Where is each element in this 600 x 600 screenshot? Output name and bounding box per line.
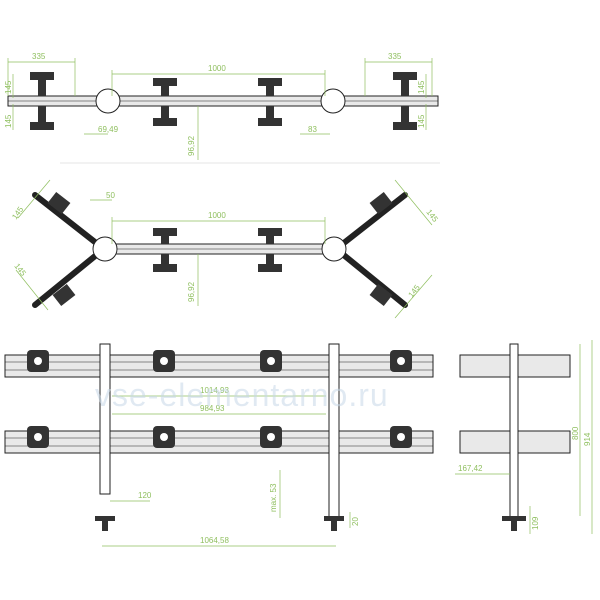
top-dim-right-upper: 145	[417, 80, 426, 94]
side-view-post	[509, 343, 519, 520]
top-dim-right-lower: 145	[417, 114, 426, 128]
top-view-mount	[153, 78, 177, 126]
top-dim-left-lower: 145	[4, 114, 13, 128]
top-dim-span: 1000	[208, 64, 226, 73]
side-dim-arm: 167,42	[458, 464, 483, 473]
front-dim-outer: 1014,93	[200, 386, 229, 395]
angled-dim-span: 1000	[208, 211, 226, 220]
angled-dim-right-upper: 145	[424, 208, 440, 224]
front-view-plate	[260, 426, 282, 448]
angled-dim-left-upper: 145	[10, 205, 25, 222]
front-view-plate	[153, 350, 175, 372]
front-view-plate	[27, 350, 49, 372]
angled-view-joint-right	[321, 236, 347, 262]
front-dim-post: 120	[138, 491, 152, 500]
front-dim-max: max. 53	[269, 483, 278, 512]
top-dim-left-width: 335	[32, 52, 46, 61]
angled-view-mount	[153, 228, 177, 272]
front-view-plate	[260, 350, 282, 372]
top-dim-right-width: 335	[388, 52, 402, 61]
angled-dim-small: 50	[106, 191, 115, 200]
front-view-plate	[390, 350, 412, 372]
angled-view-mount	[258, 228, 282, 272]
top-dim-depth: 96,92	[187, 135, 196, 156]
angled-view: 50 1000 145 145 145 145 96,92	[10, 179, 440, 319]
front-view-plate	[27, 426, 49, 448]
front-dim-clamp: 20	[351, 517, 360, 526]
front-view-post-right	[328, 343, 340, 520]
front-view-lower-bar	[4, 430, 434, 454]
watermark-text: vse-elementarno.ru	[95, 377, 389, 413]
angled-view-joint-left	[92, 236, 118, 262]
front-view-upper-bar	[4, 354, 434, 378]
angled-dim-right-lower: 145	[406, 283, 422, 299]
side-dim-height: 800	[571, 426, 580, 440]
top-view-mount	[258, 78, 282, 126]
angled-dim-left-lower: 145	[12, 262, 28, 278]
top-view: 335 335 1000 145 145 145 145 69,49 83 96…	[4, 52, 439, 160]
side-dim-total: 914	[583, 432, 592, 446]
front-view-plate	[390, 426, 412, 448]
top-dim-offset-right: 83	[308, 125, 317, 134]
top-view-mount	[393, 72, 417, 130]
front-view-post-left	[99, 343, 111, 495]
side-dim-base: 109	[531, 516, 540, 530]
angled-dim-depth: 96,92	[187, 281, 196, 302]
top-dim-offset-left: 69,49	[98, 125, 119, 134]
front-view: 1014,93 984,93 120 max. 53 20 1064,58	[4, 343, 434, 547]
top-view-joint-right	[320, 88, 346, 114]
front-dim-base: 1064,58	[200, 536, 229, 545]
front-view-plate	[153, 426, 175, 448]
top-dim-left-upper: 145	[4, 80, 13, 94]
top-view-mount	[30, 72, 54, 130]
side-view: 800 914 167,42 109	[455, 340, 593, 534]
front-dim-inner: 984,93	[200, 404, 225, 413]
top-view-joint-left	[95, 88, 121, 114]
